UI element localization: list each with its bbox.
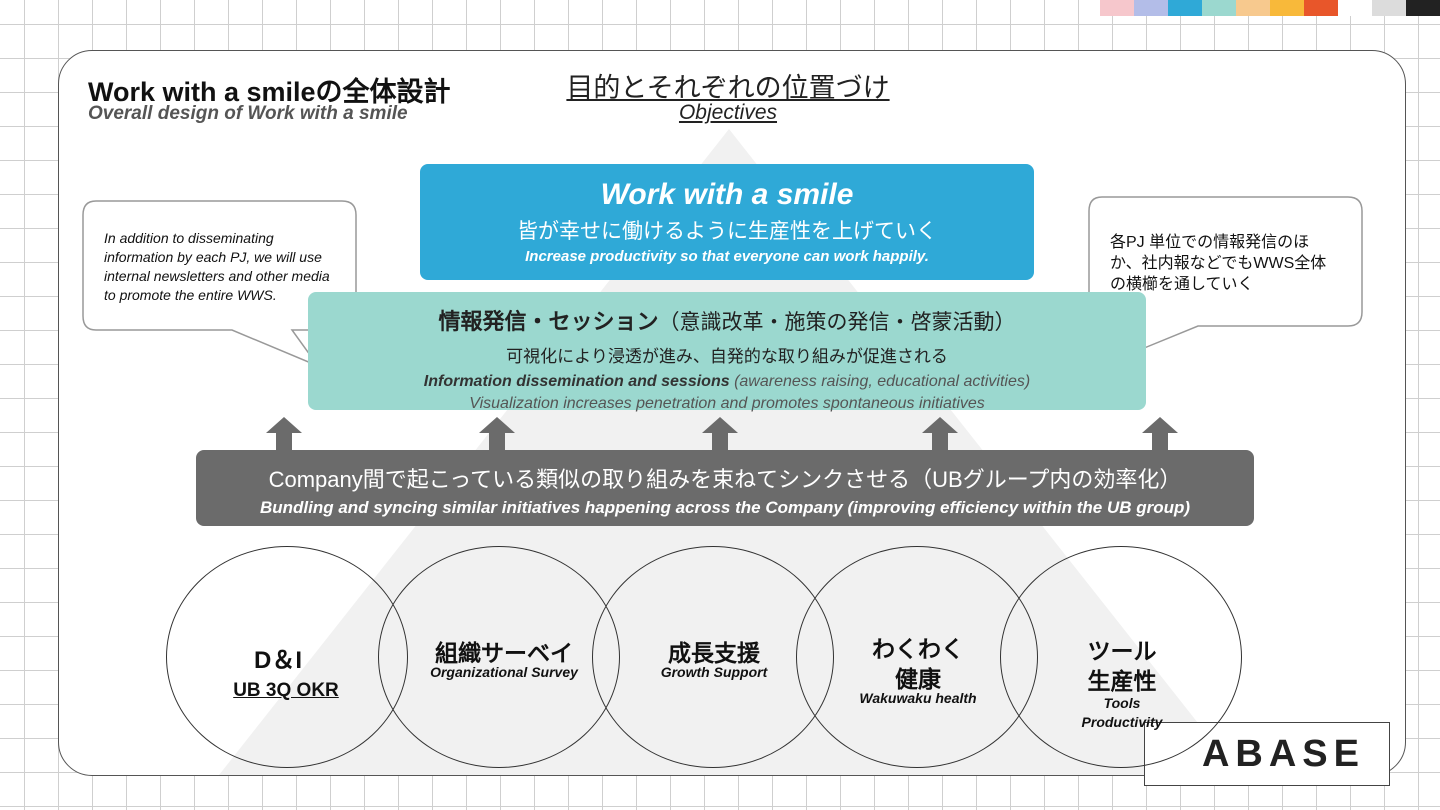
info-sessions-box: 情報発信・セッション（意識改革・施策の発信・啓蒙活動） 可視化により浸透が進み、… bbox=[308, 292, 1146, 412]
sync-initiatives-jp: Company間で起こっている類似の取り組みを束ねてシンクさせる（UBグループ内… bbox=[268, 467, 1182, 492]
org-survey-subtitle: Organizational Survey bbox=[430, 664, 578, 680]
page-title: Work with a smileの全体設計 bbox=[88, 77, 451, 107]
info-sessions-desc-jp: 可視化により浸透が進み、自発的な取り組みが促進される bbox=[506, 347, 948, 366]
color-swatch bbox=[1338, 0, 1372, 16]
tools-title-line1: ツール bbox=[1087, 638, 1157, 664]
org-survey-title: 組織サーベイ bbox=[435, 640, 573, 666]
info-sessions-title-rest: （意識改革・施策の発信・啓蒙活動） bbox=[658, 311, 1016, 334]
sync-initiatives-en: Bundling and syncing similar initiatives… bbox=[259, 498, 1191, 517]
info-sessions-title-en: Information dissemination and sessions (… bbox=[308, 373, 1146, 391]
color-swatch bbox=[1168, 0, 1202, 16]
left-speech-bubble bbox=[82, 200, 357, 368]
up-arrow-icon bbox=[922, 417, 958, 451]
tools-subtitle-line1: Tools bbox=[1103, 695, 1141, 711]
color-swatch-bar bbox=[1100, 0, 1440, 16]
right-bubble-text: 各PJ 単位での情報発信のほか、社内報などでもWWS全体の横櫛を通していく bbox=[1110, 234, 1327, 293]
info-sessions-title: 情報発信・セッション（意識改革・施策の発信・啓蒙活動） bbox=[308, 304, 1146, 336]
growth-support-title: 成長支援 bbox=[668, 640, 760, 666]
wakuwaku-title-line2: 健康 bbox=[895, 666, 941, 692]
color-swatch bbox=[1406, 0, 1440, 16]
color-swatch bbox=[1304, 0, 1338, 16]
growth-support-subtitle: Growth Support bbox=[660, 664, 768, 680]
color-swatch bbox=[1134, 0, 1168, 16]
right-speech-bubble bbox=[1088, 196, 1363, 364]
circle-tools-productivity bbox=[1000, 546, 1242, 768]
up-arrow-icon bbox=[1142, 417, 1178, 451]
wakuwaku-title-line1: わくわく bbox=[872, 636, 964, 662]
color-swatch bbox=[1100, 0, 1134, 16]
info-sessions-title-en-bold: Information dissemination and sessions bbox=[423, 373, 730, 390]
objectives-heading-en: Objectives bbox=[678, 101, 778, 124]
tools-subtitle-line2: Productivity bbox=[1081, 714, 1163, 730]
info-sessions-title-en-rest: (awareness raising, educational activiti… bbox=[729, 373, 1031, 390]
up-arrow-icon bbox=[702, 417, 738, 451]
objectives-heading-jp: 目的とそれぞれの位置づけ bbox=[566, 73, 890, 103]
sync-initiatives-box: Company間で起こっている類似の取り組みを束ねてシンクさせる（UBグループ内… bbox=[196, 450, 1254, 526]
page-subtitle: Overall design of Work with a smile bbox=[88, 103, 408, 124]
info-sessions-desc-en: Visualization increases penetration and … bbox=[469, 395, 985, 412]
wakuwaku-subtitle: Wakuwaku health bbox=[859, 690, 977, 706]
color-swatch bbox=[1270, 0, 1304, 16]
goal-subtitle-en: Increase productivity so that everyone c… bbox=[525, 248, 929, 265]
color-swatch bbox=[1372, 0, 1406, 16]
goal-box: Work with a smile 皆が幸せに働けるように生産性を上げていく I… bbox=[420, 164, 1034, 280]
up-arrow-icon bbox=[266, 417, 302, 451]
goal-subtitle-jp: 皆が幸せに働けるように生産性を上げていく bbox=[517, 220, 937, 243]
up-arrow-icon bbox=[479, 417, 515, 451]
left-bubble-text: In addition to disseminating information… bbox=[104, 230, 330, 303]
color-swatch bbox=[1202, 0, 1236, 16]
ub-okr-link[interactable]: UB 3Q OKR bbox=[233, 680, 339, 701]
color-swatch bbox=[1236, 0, 1270, 16]
d-and-i-title: D＆I bbox=[254, 647, 302, 674]
info-sessions-title-bold: 情報発信・セッション bbox=[438, 309, 659, 334]
tools-title-line2: 生産性 bbox=[1087, 668, 1157, 694]
goal-title: Work with a smile bbox=[600, 178, 854, 211]
